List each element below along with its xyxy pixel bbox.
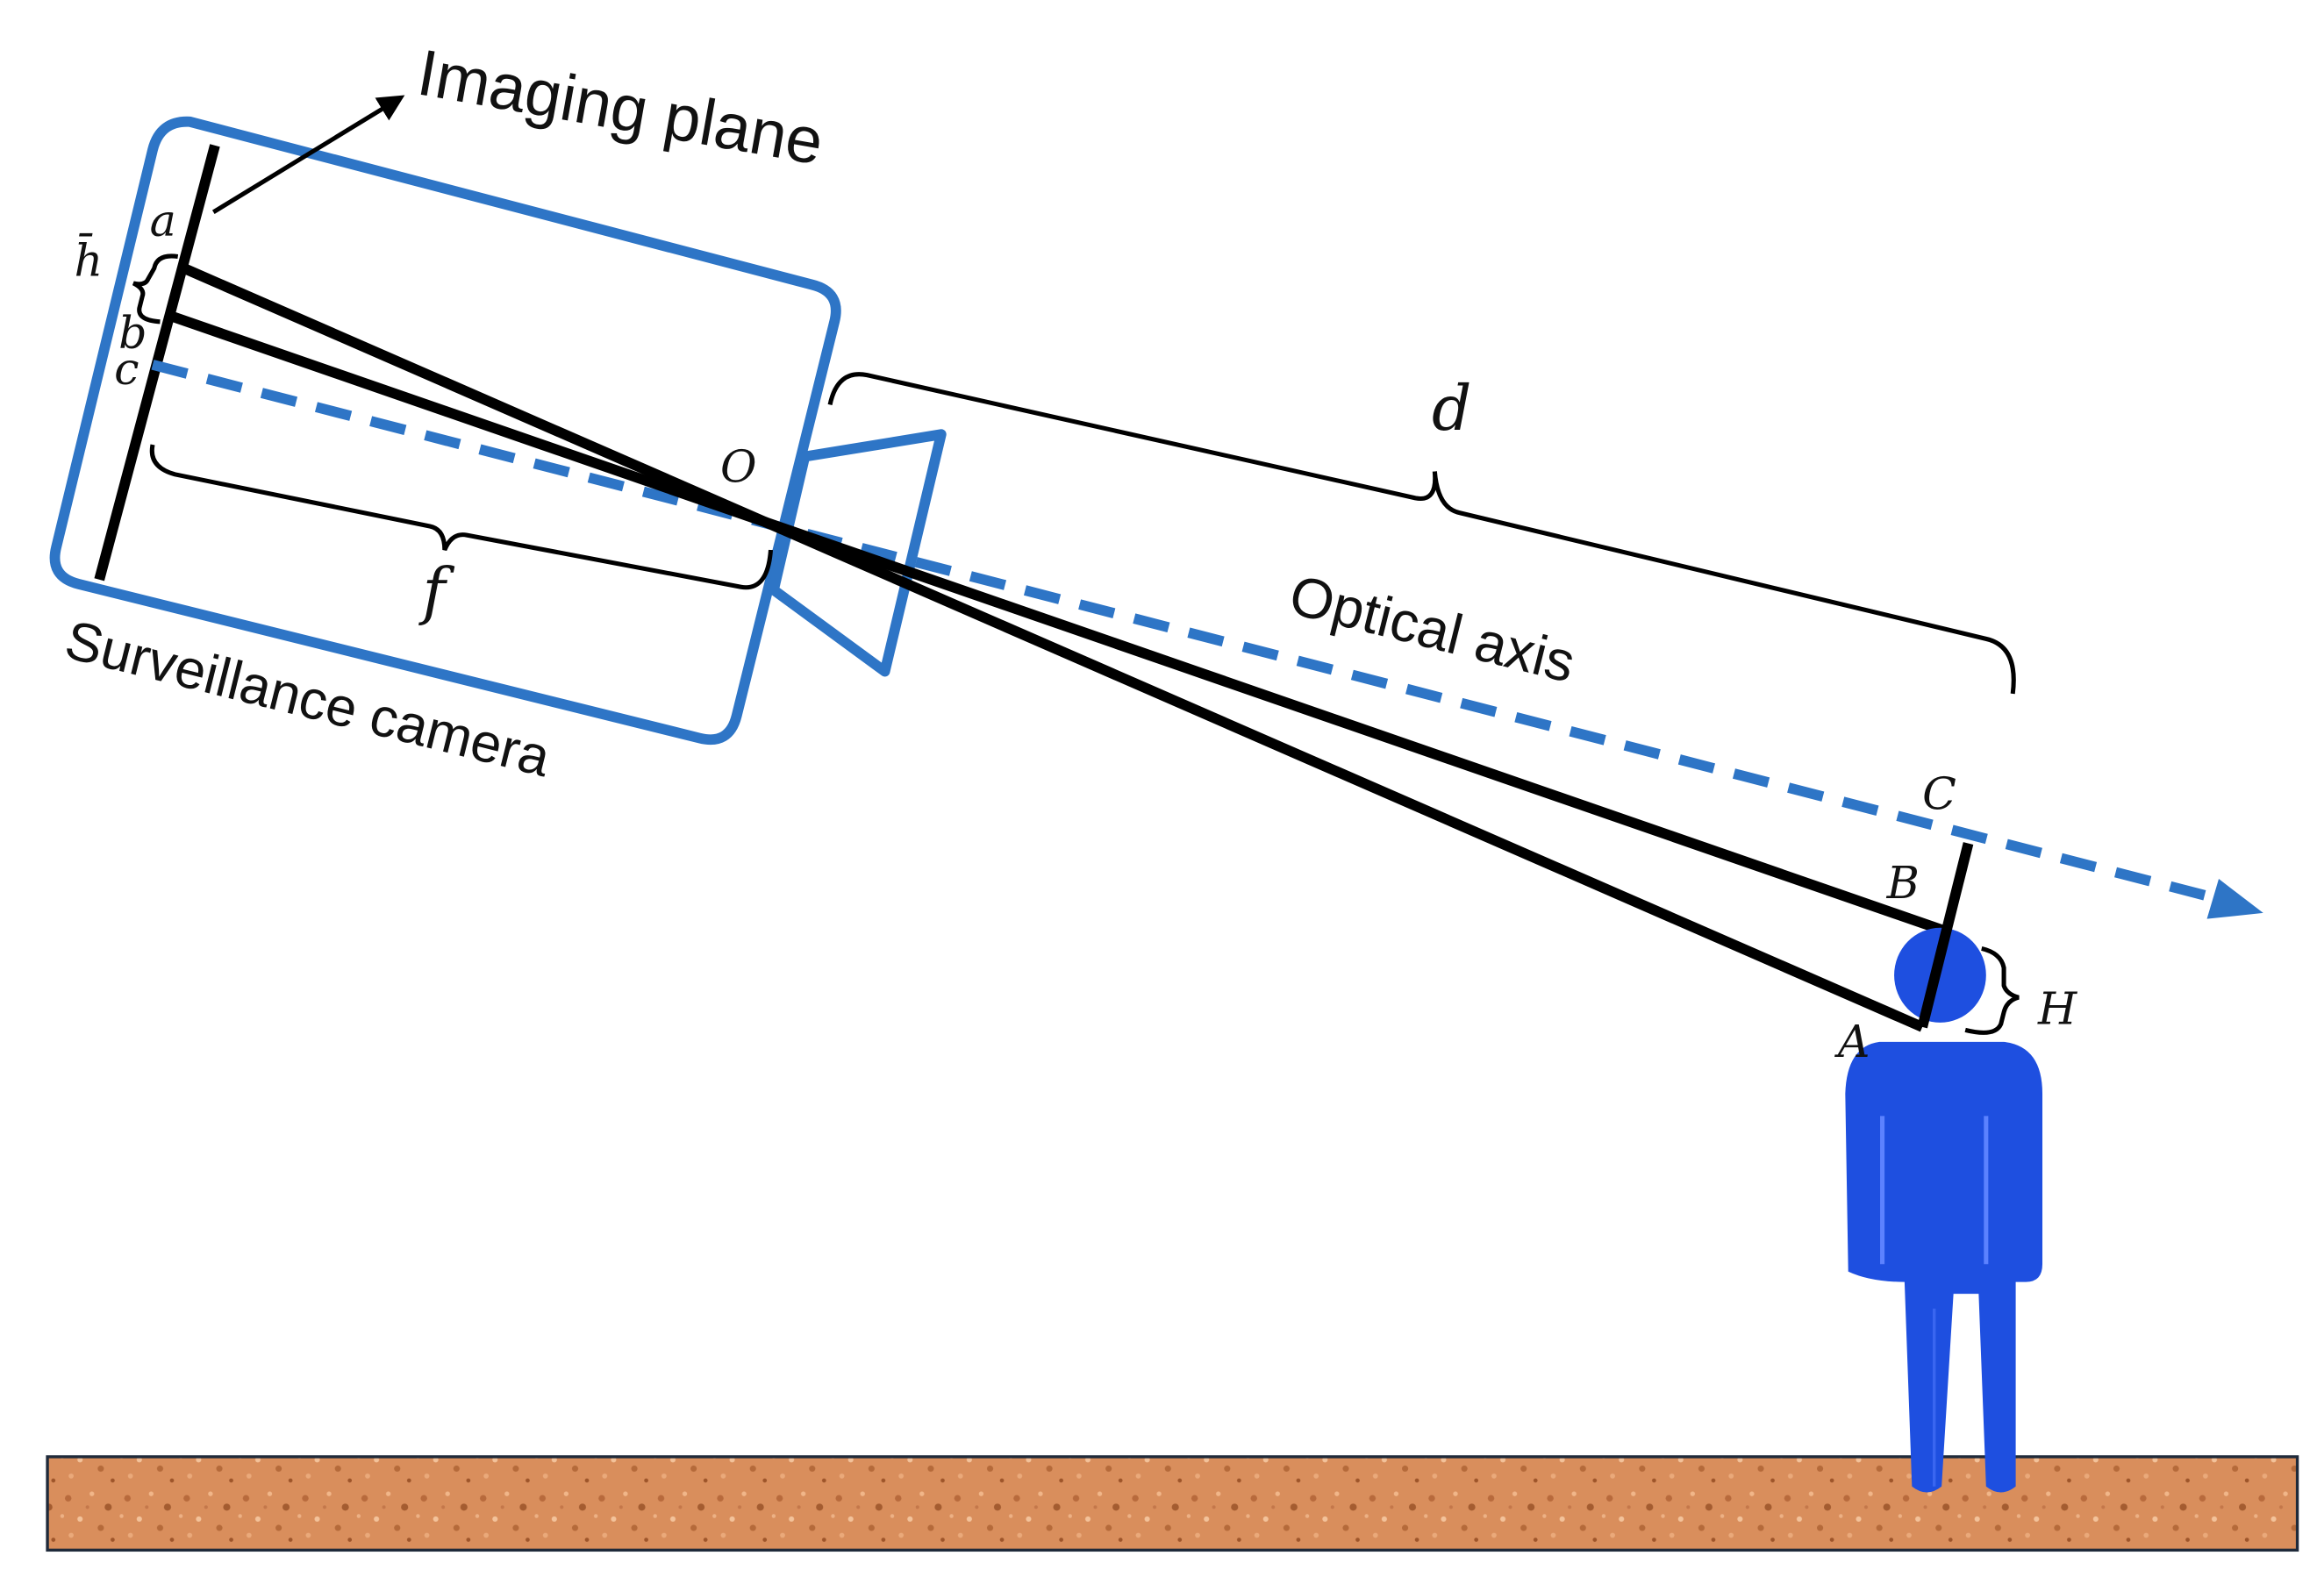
point-B-label: B: [1886, 857, 1920, 909]
person-torso: [1845, 1041, 2043, 1493]
imaging-plane-arrow: [211, 95, 405, 214]
camera-body-outline: [49, 116, 841, 746]
H-brace: [1964, 945, 2020, 1035]
point-c-label: c: [114, 343, 139, 395]
camera-lens-outline: [768, 429, 947, 677]
h-bar-label: h̄: [74, 232, 103, 286]
point-a-label: a: [150, 195, 176, 246]
point-C-label: C: [1922, 768, 1956, 820]
object-plane-line: [1917, 842, 1974, 1029]
ray-a-to-A: [178, 261, 1925, 1032]
ray-b-to-B: [164, 309, 1947, 936]
f-label: f: [418, 554, 454, 627]
point-A-label: A: [1834, 1016, 1870, 1067]
d-brace: [827, 372, 2016, 695]
person-figure: [1845, 927, 2043, 1493]
h-bar-brace: [132, 253, 179, 325]
optical-axis-label: Optical axis: [1284, 563, 1581, 695]
ground: [46, 1455, 2299, 1552]
H-label: H: [2037, 983, 2077, 1035]
optical-axis-line: [151, 360, 2218, 903]
point-O-label: O: [720, 440, 757, 492]
optical-axis-arrowhead: [2206, 879, 2263, 919]
d-label: d: [1432, 372, 1471, 445]
imaging-plane-label: Imaging plane: [412, 36, 828, 179]
point-b-label: b: [118, 307, 147, 359]
f-brace: [149, 444, 774, 590]
